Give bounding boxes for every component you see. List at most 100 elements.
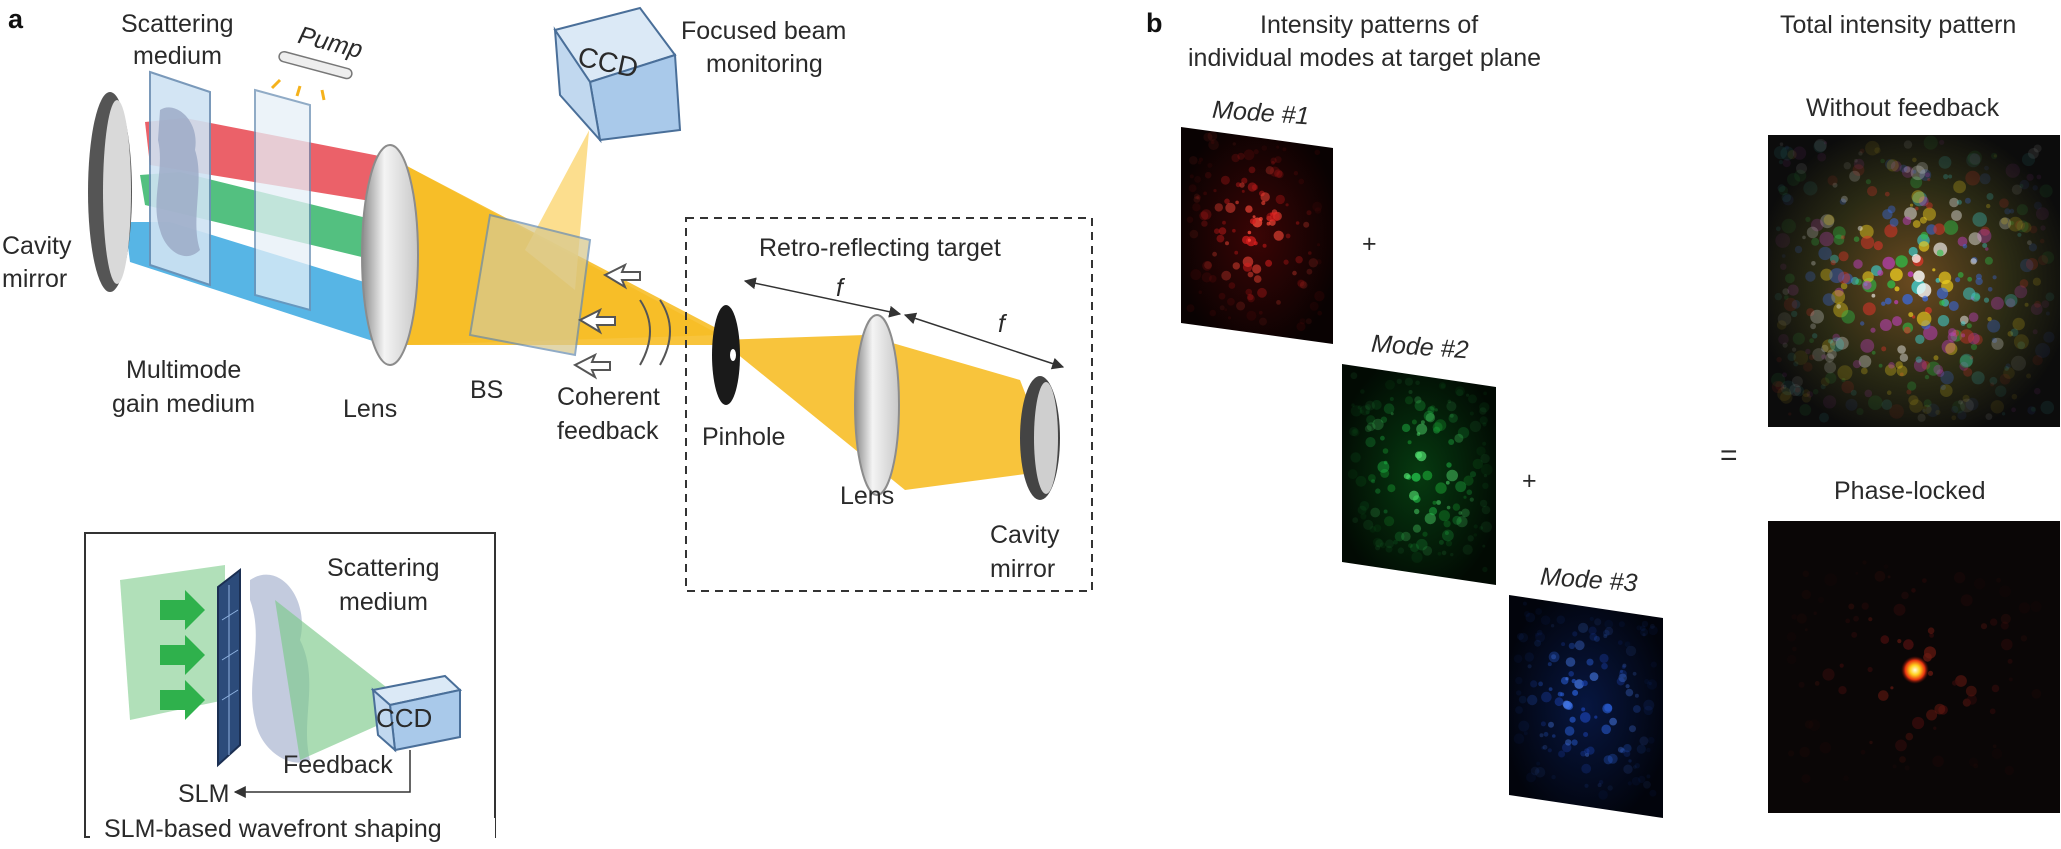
phase-locked-speckle <box>1813 611 1817 616</box>
mode1-speckle <box>1249 218 1256 225</box>
mode3-speckle <box>1578 622 1589 634</box>
mode3-speckle <box>1513 654 1523 663</box>
without-feedback-speckle <box>1952 400 1965 414</box>
mode1-speckles <box>1186 131 1325 332</box>
without-feedback-speckle <box>1953 180 1966 194</box>
mode3-speckle <box>1572 689 1579 696</box>
mode2-speckle <box>1482 566 1488 573</box>
mode2-speckle <box>1385 545 1393 553</box>
mode2-speckle <box>1469 471 1477 478</box>
mode3-speckle <box>1633 765 1637 769</box>
phase-locked-speckle <box>1868 617 1873 622</box>
mode1-speckle <box>1275 194 1286 205</box>
without-feedback-speckle <box>1903 140 1913 149</box>
mode3-speckle <box>1625 688 1634 697</box>
phase-locked-speckle <box>1822 668 1835 681</box>
without-feedback-speckle <box>1841 310 1855 324</box>
mode1-speckle <box>1242 262 1253 272</box>
phase-locked-speckle <box>1929 633 1934 638</box>
mode2-speckle <box>1416 423 1428 435</box>
phase-locked-speckle <box>1899 756 1906 763</box>
mode1-speckle <box>1228 282 1236 289</box>
without-feedback-speckle <box>1785 273 1795 284</box>
mode2-speckle <box>1352 429 1357 434</box>
without-feedback-speckle <box>1932 268 1936 272</box>
mode2-speckle <box>1466 489 1473 496</box>
without-feedback-speckle <box>1780 263 1787 270</box>
without-feedback-speckle <box>1919 216 1927 224</box>
mode3-speckle <box>1598 790 1608 800</box>
inset-arrows <box>160 590 205 720</box>
without-feedback-speckle <box>1821 354 1827 360</box>
without-feedback-speckle <box>1884 224 1898 238</box>
equals-sign: = <box>1720 439 1738 472</box>
mode2-speckle <box>1435 482 1447 494</box>
mode3-speckle <box>1562 743 1572 753</box>
without-feedback-speckle <box>1990 296 2004 310</box>
phase-locked-speckle <box>2001 638 2013 651</box>
without-feedback-speckle <box>1984 256 1993 265</box>
mode3-speckle <box>1574 640 1585 651</box>
mode3-speckle <box>1561 642 1566 647</box>
mode3-speckle <box>1586 746 1595 755</box>
without-feedback-speckle <box>1951 405 1959 414</box>
mode3-speckle <box>1584 783 1589 788</box>
without-feedback-speckle <box>1837 271 1851 284</box>
without-feedback-speckle <box>1881 399 1893 411</box>
without-feedback-speckle <box>1840 235 1845 240</box>
mode1-speckle <box>1214 203 1224 212</box>
f-label-2: f <box>998 310 1008 338</box>
mode2-speckle <box>1452 515 1462 525</box>
without-feedback-speckle <box>1809 338 1814 344</box>
without-feedback-speckle <box>1788 412 1792 416</box>
without-feedback-speckle <box>1849 170 1861 182</box>
without-feedback-speckle <box>1775 233 1791 248</box>
mode3-speckle <box>1543 731 1549 737</box>
mode1-speckle <box>1247 293 1254 301</box>
mode1-speckle <box>1258 310 1263 315</box>
mode1-speckle <box>1270 157 1277 164</box>
without-feedback-speckle <box>1832 333 1840 342</box>
mode1-speckle <box>1283 259 1289 265</box>
mode1-speckle <box>1314 149 1321 156</box>
mode2-speckle <box>1432 500 1437 505</box>
phase-locked-speckle <box>1862 560 1867 565</box>
without-feedback-speckle <box>1999 198 2009 208</box>
mode2-speckle <box>1482 422 1487 427</box>
mode3-speckle <box>1624 641 1631 648</box>
mode3-speckle <box>1619 669 1623 674</box>
without-feedback-speckle <box>1852 164 1865 177</box>
mode1-speckle <box>1308 258 1319 268</box>
without-feedback-speckle <box>2001 412 2006 416</box>
mode1-speckle <box>1276 145 1280 149</box>
mode1-speckle <box>1298 178 1305 185</box>
mode2-speckle <box>1473 524 1478 529</box>
without-feedback-speckle <box>1973 293 1980 300</box>
without-feedback-speckle <box>2019 183 2024 188</box>
without-feedback-speckle <box>1967 276 1973 282</box>
phase-locked-speckle <box>1851 631 1858 638</box>
mode2-speckle <box>1407 440 1412 445</box>
without-feedback-speckle <box>1902 216 1912 226</box>
phase-locked-speckle <box>1922 578 1927 583</box>
mode3-speckle <box>1646 747 1651 753</box>
mode3-speckle <box>1604 619 1614 629</box>
without-feedback-speckle <box>2026 373 2032 379</box>
without-feedback-speckle <box>1778 334 1789 345</box>
without-feedback-speckle <box>1935 409 1941 415</box>
without-feedback-speckle <box>1975 277 1983 286</box>
mode2-speckle <box>1384 516 1395 527</box>
without-feedback-speckle <box>1964 197 1971 204</box>
mode2-speckle <box>1416 538 1428 551</box>
phase-locked-speckle <box>1804 628 1808 632</box>
mode2-speckle <box>1365 437 1376 448</box>
without-feedback-speckle <box>1938 271 1952 285</box>
mode1-speckle <box>1305 318 1312 325</box>
mode3-speckle <box>1536 629 1543 636</box>
mode3-speckle <box>1643 705 1654 716</box>
without-feedback-speckle <box>1910 165 1926 181</box>
without-feedback-speckle <box>2005 163 2021 178</box>
phase-locked-speckle <box>1923 652 1932 662</box>
mode1-speckle <box>1299 318 1306 325</box>
mode2-speckle <box>1476 446 1486 456</box>
